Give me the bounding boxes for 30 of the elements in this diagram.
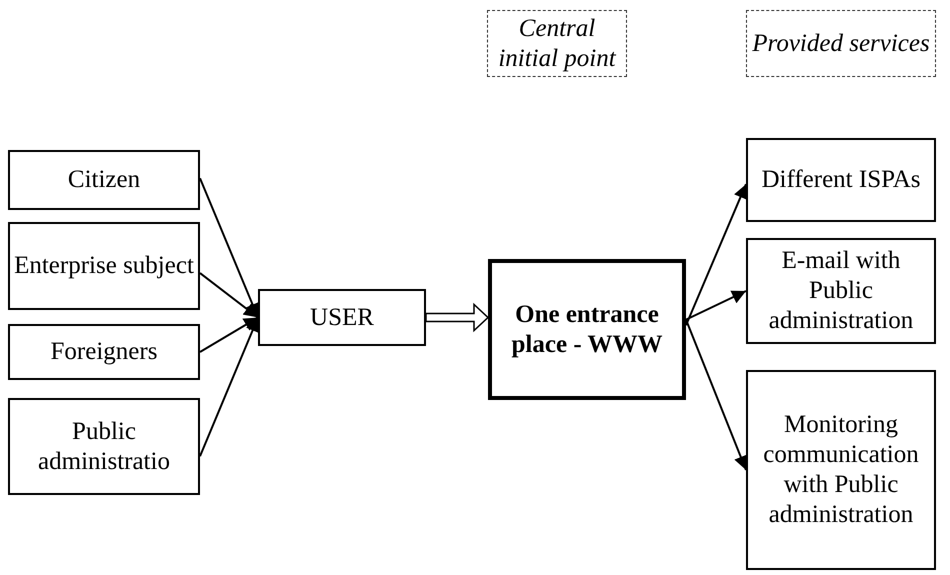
- process-box: [746, 370, 936, 570]
- note-box: [487, 10, 627, 77]
- arrow: [199, 317, 260, 457]
- arrow: [685, 319, 748, 470]
- process-box: [8, 398, 200, 495]
- arrow: [199, 178, 260, 318]
- arrow: [685, 184, 747, 326]
- node-label: USER: [310, 302, 374, 332]
- node-label: Monitoring communication with Public administration: [762, 410, 920, 530]
- process-box: [8, 324, 200, 380]
- arrow: [686, 290, 746, 321]
- node-label: Different ISPAs: [761, 165, 921, 195]
- node-label: Central initial point: [497, 14, 618, 74]
- node-label: E-mail with Public administration: [768, 246, 914, 336]
- arrow: [199, 272, 259, 318]
- node-label: Public administratio: [37, 416, 171, 476]
- node-label: Foreigners: [50, 337, 158, 367]
- node-label: Citizen: [68, 165, 140, 195]
- node-label: Provided services: [752, 28, 930, 58]
- arrow: [199, 316, 259, 353]
- note-box: [746, 10, 936, 77]
- main-box: [488, 259, 686, 400]
- process-box: [8, 222, 200, 310]
- process-box: [746, 138, 936, 222]
- node-label: Enterprise subject: [14, 251, 194, 281]
- process-box: [8, 150, 200, 210]
- process-box: [258, 289, 426, 346]
- node-label: One entrance place - WWW: [510, 300, 664, 360]
- process-box: [746, 238, 936, 344]
- block-arrow: [425, 302, 490, 332]
